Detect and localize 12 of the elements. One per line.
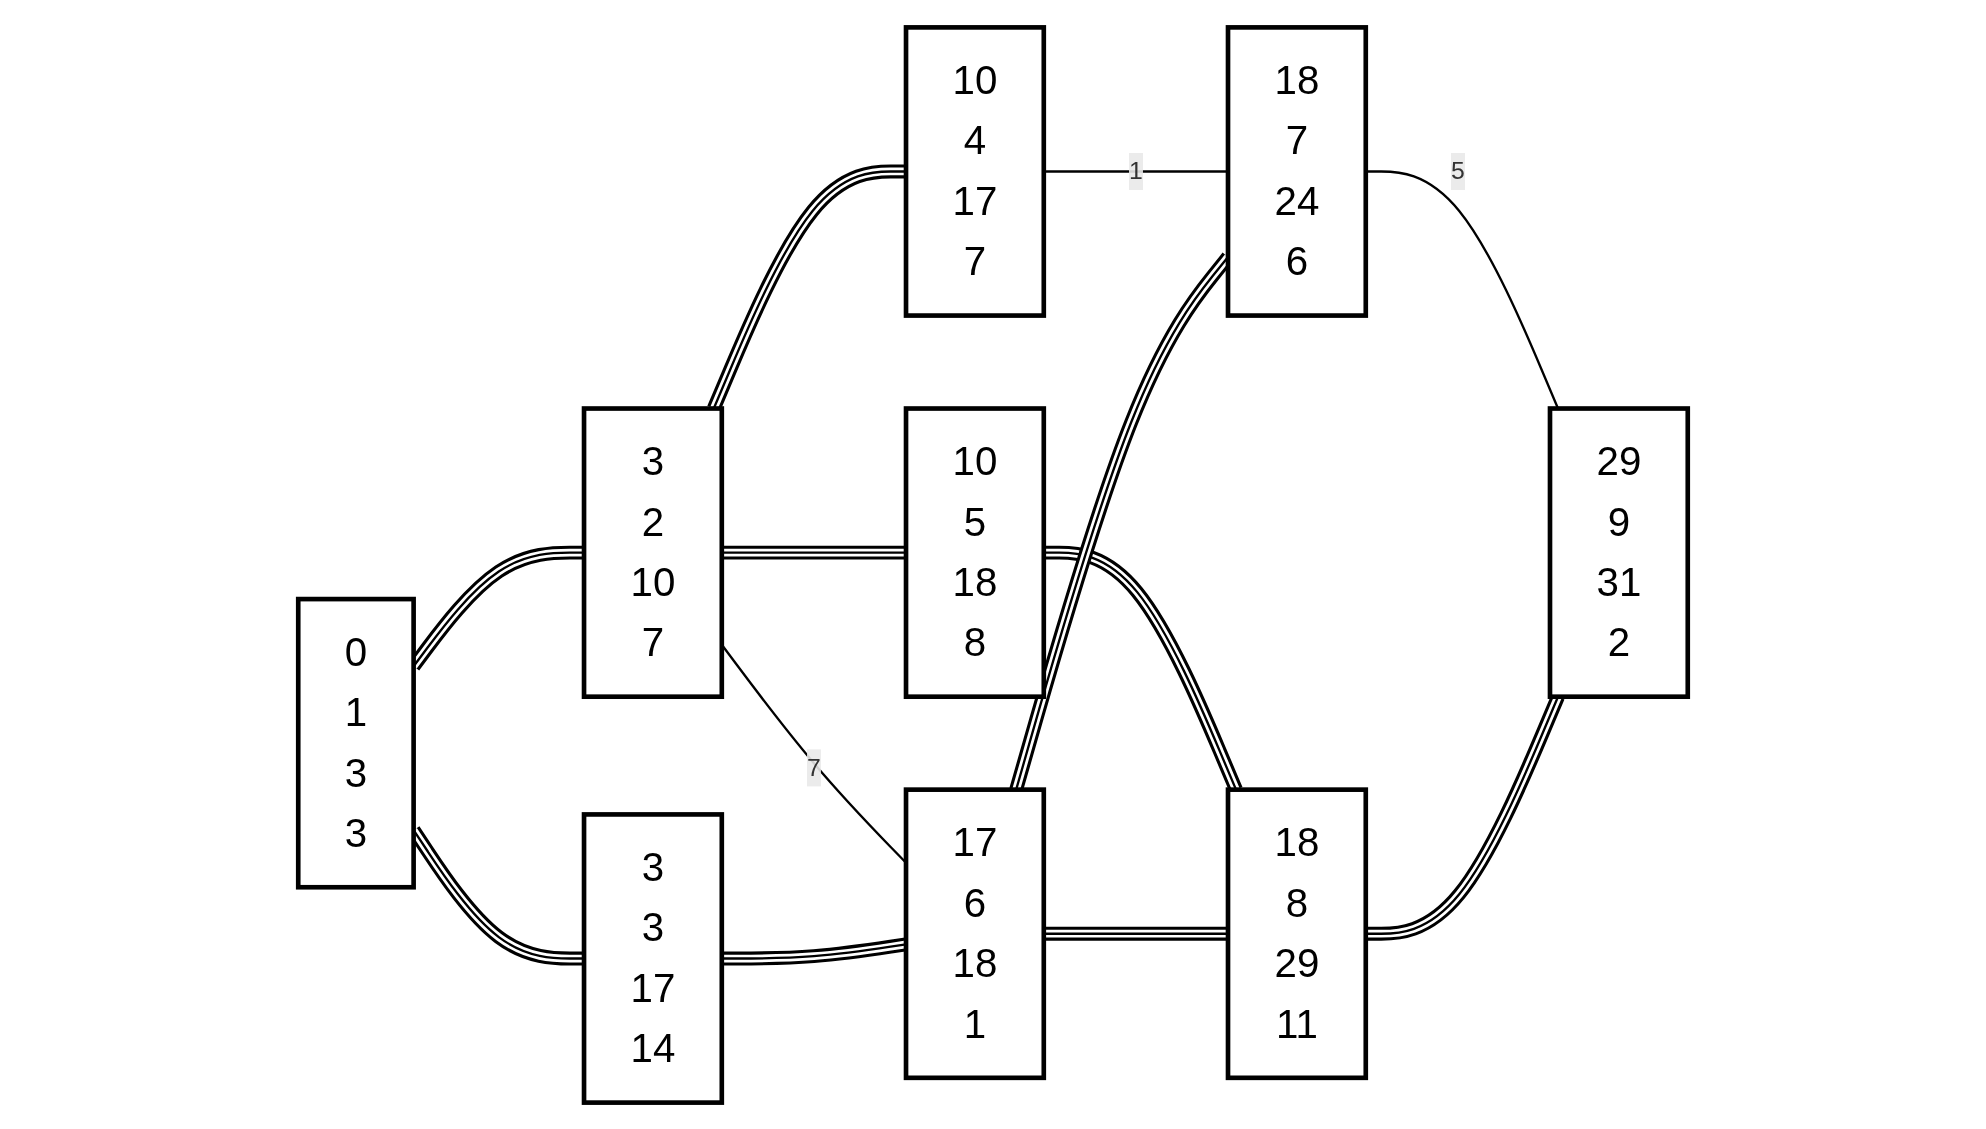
node-box: 3 3 17 14 xyxy=(581,811,725,1105)
node-box: 10 4 17 7 xyxy=(903,24,1047,318)
node-box: 29 9 31 2 xyxy=(1547,405,1691,699)
node-box: 10 5 18 8 xyxy=(903,405,1047,699)
node-box: 3 2 10 7 xyxy=(581,405,725,699)
node-box: 17 6 18 1 xyxy=(903,786,1047,1080)
edge-label: 1 xyxy=(1129,157,1143,184)
edge-label: 7 xyxy=(807,753,821,780)
edge-label: 5 xyxy=(1450,157,1465,184)
node-box: 18 8 29 11 xyxy=(1225,786,1369,1080)
node-box: 0 1 3 3 xyxy=(295,596,416,890)
node-box: 18 7 24 6 xyxy=(1225,24,1369,318)
